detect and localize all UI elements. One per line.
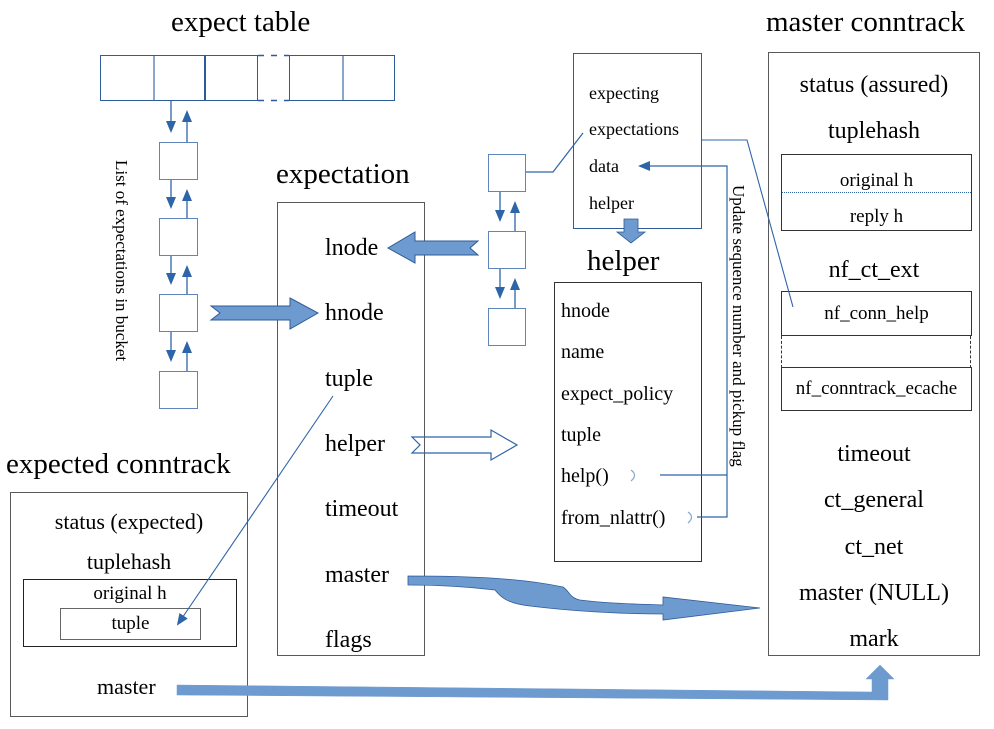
expected-master-arrow [176,664,895,701]
helper-field-tuple: tuple [561,424,601,446]
helper-field-help: help() [561,465,609,487]
expected-conntrack-box: status (expected) tuplehash original h t… [10,492,248,717]
helper-field-from-nlattr: from_nlattr() [561,507,666,529]
conn-help-field-expecting: expecting [589,83,659,103]
expectation-title: expectation [276,158,410,190]
bucket-list-node [159,142,198,180]
expectation-field-tuple: tuple [325,366,373,392]
master-conntrack-title: master conntrack [766,6,965,38]
expect-table-dashes [258,54,289,102]
expectation-field-hnode: hnode [325,300,384,326]
expected-tuplehash-label: tuplehash [86,549,172,574]
expected-original-box: original h tuple [23,579,237,647]
expect-table-title: expect table [171,6,311,38]
ext-ecache: nf_conntrack_ecache [795,378,958,399]
master-field-master: master (NULL) [799,580,949,606]
master-field-ct-general: ct_general [824,487,924,513]
bucket-list-node [159,218,198,256]
expectation-field-flags: flags [325,627,372,653]
update-note-label: Update sequence number and pickup flag [729,185,748,467]
tuplehash-divider [782,192,971,193]
expected-original-h: original h [93,583,167,604]
master-field-ct-net: ct_net [844,534,904,560]
master-field-mark: mark [849,626,899,652]
master-tuplehash-box: original h reply h [781,154,972,231]
bucket-list-label: List of expectations in bucket [112,160,131,362]
bucket-group-right [289,55,395,101]
conn-help-field-data: data [589,156,619,176]
helper-list-node [488,154,526,192]
expectation-field-helper: helper [325,431,385,457]
master-tuplehash-label: tuplehash [828,118,920,144]
ext-conn-help: nf_conn_help [824,303,929,324]
helper-hollow-arrow [410,428,519,462]
expected-status: status (expected) [54,509,204,534]
master-conntrack-box: status (assured) tuplehash original h re… [768,52,980,656]
helper-field-expect-policy: expect_policy [561,383,674,405]
bucket-divider [153,56,155,100]
ext-ecache-box: nf_conntrack_ecache [781,367,972,411]
expected-conntrack-title: expected conntrack [6,448,231,480]
helper-box: hnode name expect_policy tuple help() fr… [554,282,702,562]
ext-gap-left [781,336,782,368]
ext-gap-right [970,336,971,368]
expected-tuple: tuple [111,613,150,634]
expectation-box: lnode hnode tuple helper timeout master … [277,202,425,656]
bucket-divider [342,56,344,100]
bucket-group-left [100,55,258,101]
helper-field-name: name [561,341,605,363]
expectation-field-timeout: timeout [325,496,399,522]
helper-title: helper [587,245,660,277]
bucket-divider [204,56,206,100]
master-original-h: original h [839,170,914,191]
conn-help-field-helper: helper [589,193,634,213]
master-status: status (assured) [799,72,949,98]
expected-tuple-box: tuple [60,608,201,640]
conn-help-box: expecting expectations data helper [573,53,702,229]
helper-list-node [488,231,526,269]
ext-conn-help-box: nf_conn_help [781,291,972,336]
expectation-field-lnode: lnode [325,235,379,261]
bucket-list-node [159,294,198,332]
helper-list-node [488,308,526,346]
master-field-timeout: timeout [837,441,911,467]
expectation-field-master: master [325,562,389,588]
master-curved-arrow [407,575,761,621]
conn-help-field-expectations: expectations [589,119,679,139]
master-ext-label: nf_ct_ext [828,257,920,283]
helper-field-hnode: hnode [561,300,610,322]
expected-master: master [97,674,156,699]
master-reply-h: reply h [849,206,904,227]
bucket-list-node [159,371,198,409]
